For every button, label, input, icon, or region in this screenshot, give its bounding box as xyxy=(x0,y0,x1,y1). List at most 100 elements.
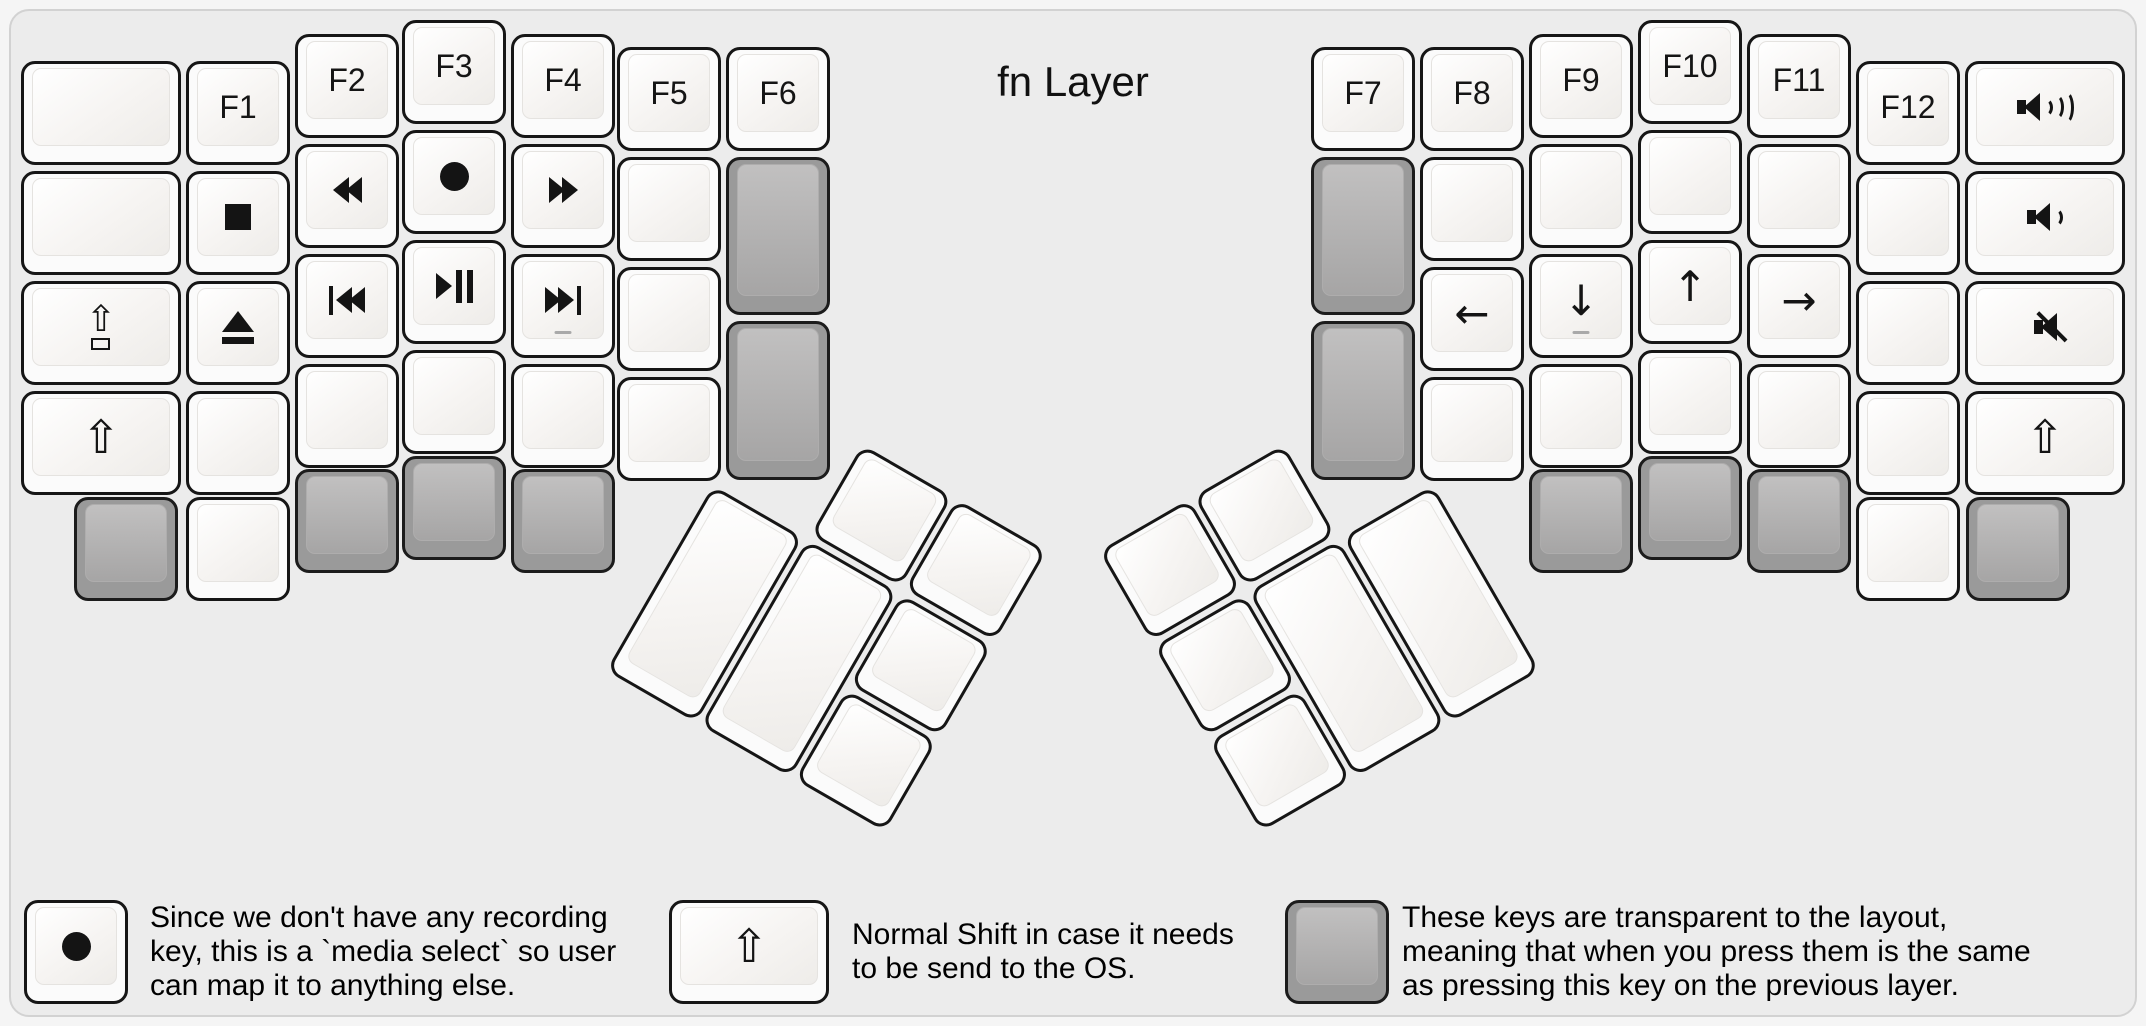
key-glyph: → xyxy=(1755,260,1843,340)
key-blank[interactable] xyxy=(617,157,721,261)
key-caps-shift[interactable]: ⇧ xyxy=(21,281,181,385)
key-transparent[interactable] xyxy=(726,321,830,480)
key-label: F10 xyxy=(1662,47,1718,84)
key-blank[interactable] xyxy=(295,364,399,468)
key-transparent[interactable] xyxy=(1311,157,1415,315)
key-blank[interactable] xyxy=(1747,364,1851,468)
key-blank[interactable] xyxy=(1529,364,1633,468)
key-f12[interactable]: F12 xyxy=(1856,61,1960,165)
keycap-top xyxy=(1867,288,1949,366)
key-transparent[interactable] xyxy=(1638,456,1742,560)
key-blank[interactable] xyxy=(1856,391,1960,495)
key-transparent[interactable] xyxy=(511,469,615,573)
key-arrow-down[interactable]: ↓ xyxy=(1529,254,1633,358)
key-blank[interactable] xyxy=(1529,144,1633,248)
key-shift[interactable]: ⇧ xyxy=(669,900,829,1004)
key-f11[interactable]: F11 xyxy=(1747,34,1851,138)
keycap-top xyxy=(1540,41,1622,119)
key-f9[interactable]: F9 xyxy=(1529,34,1633,138)
key-blank[interactable] xyxy=(402,350,506,454)
legend-text-line: These keys are transparent to the layout… xyxy=(1402,901,1948,934)
legend-text-line: can map it to anything else. xyxy=(150,969,516,1002)
key-blank[interactable] xyxy=(1856,281,1960,385)
key-transparent[interactable] xyxy=(1529,469,1633,573)
key-blank[interactable] xyxy=(21,61,181,165)
key-glyph: ← xyxy=(1428,273,1516,353)
key-skip-back[interactable] xyxy=(295,254,399,358)
key-f1[interactable]: F1 xyxy=(186,61,290,165)
key-blank[interactable] xyxy=(1638,130,1742,234)
keycap-top xyxy=(1758,261,1840,339)
fast-forward-icon xyxy=(548,177,578,203)
keycap-top xyxy=(197,504,279,582)
key-blank[interactable] xyxy=(617,377,721,481)
key-f2[interactable]: F2 xyxy=(295,34,399,138)
keycap-top xyxy=(737,54,819,132)
key-blank[interactable] xyxy=(1856,497,1960,601)
key-f6[interactable]: F6 xyxy=(726,47,830,151)
key-blank[interactable] xyxy=(1747,144,1851,248)
key-blank[interactable] xyxy=(1856,171,1960,275)
key-rewind[interactable] xyxy=(295,144,399,248)
key-transparent[interactable] xyxy=(402,456,506,560)
key-glyph xyxy=(410,136,498,216)
key-transparent[interactable] xyxy=(1285,900,1389,1004)
key-transparent[interactable] xyxy=(726,157,830,315)
record-icon xyxy=(439,161,469,191)
key-transparent[interactable] xyxy=(74,497,178,601)
shape xyxy=(2027,210,2036,224)
key-volume-down[interactable] xyxy=(1965,171,2125,275)
legend-text-media-select: Since we don't have any recording key, t… xyxy=(150,901,616,1003)
key-blank[interactable] xyxy=(511,364,615,468)
key-transparent[interactable] xyxy=(1311,321,1415,480)
shape xyxy=(558,287,574,313)
key-blank[interactable] xyxy=(186,497,290,601)
arrow-right-icon: → xyxy=(1781,275,1817,325)
keycap-top xyxy=(1758,476,1840,554)
key-blank[interactable] xyxy=(186,391,290,495)
key-blank[interactable] xyxy=(1638,350,1742,454)
key-f3[interactable]: F3 xyxy=(402,20,506,124)
key-volume-up[interactable] xyxy=(1965,61,2125,165)
key-arrow-up[interactable]: ↑ xyxy=(1638,240,1742,344)
keycap-top xyxy=(628,164,710,242)
keycap-top xyxy=(1649,463,1731,541)
keycap-top xyxy=(32,398,170,476)
keycap-top xyxy=(1649,357,1731,435)
key-f8[interactable]: F8 xyxy=(1420,47,1524,151)
legend-text-line: Since we don't have any recording xyxy=(150,901,608,934)
key-transparent[interactable] xyxy=(1966,497,2070,601)
key-mute[interactable] xyxy=(1965,281,2125,385)
key-glyph: ⇧ xyxy=(677,906,821,986)
key-fast-forward[interactable] xyxy=(511,144,615,248)
key-play-pause[interactable] xyxy=(402,240,506,344)
shift-icon: ⇧ xyxy=(81,410,121,464)
shape xyxy=(332,177,349,203)
key-glyph: F5 xyxy=(625,53,713,133)
key-eject[interactable] xyxy=(186,281,290,385)
key-skip-forward[interactable] xyxy=(511,254,615,358)
key-record[interactable] xyxy=(402,130,506,234)
key-blank[interactable] xyxy=(1420,377,1524,481)
keycap-top xyxy=(1649,247,1731,325)
key-transparent[interactable] xyxy=(1747,469,1851,573)
key-stop[interactable] xyxy=(186,171,290,275)
key-glyph xyxy=(303,260,391,340)
key-arrow-left[interactable]: ← xyxy=(1420,267,1524,371)
key-arrow-right[interactable]: → xyxy=(1747,254,1851,358)
key-blank[interactable] xyxy=(1420,157,1524,261)
key-f10[interactable]: F10 xyxy=(1638,20,1742,124)
key-shift[interactable]: ⇧ xyxy=(1965,391,2125,495)
key-transparent[interactable] xyxy=(295,469,399,573)
key-f5[interactable]: F5 xyxy=(617,47,721,151)
key-blank[interactable] xyxy=(21,171,181,275)
key-record[interactable] xyxy=(24,900,128,1004)
key-f4[interactable]: F4 xyxy=(511,34,615,138)
key-shift[interactable]: ⇧ xyxy=(21,391,181,495)
key-glyph: F11 xyxy=(1755,40,1843,120)
legend-text-line: to be send to the OS. xyxy=(852,952,1136,985)
key-f7[interactable]: F7 xyxy=(1311,47,1415,151)
key-blank[interactable] xyxy=(617,267,721,371)
key-label: F6 xyxy=(759,74,797,111)
